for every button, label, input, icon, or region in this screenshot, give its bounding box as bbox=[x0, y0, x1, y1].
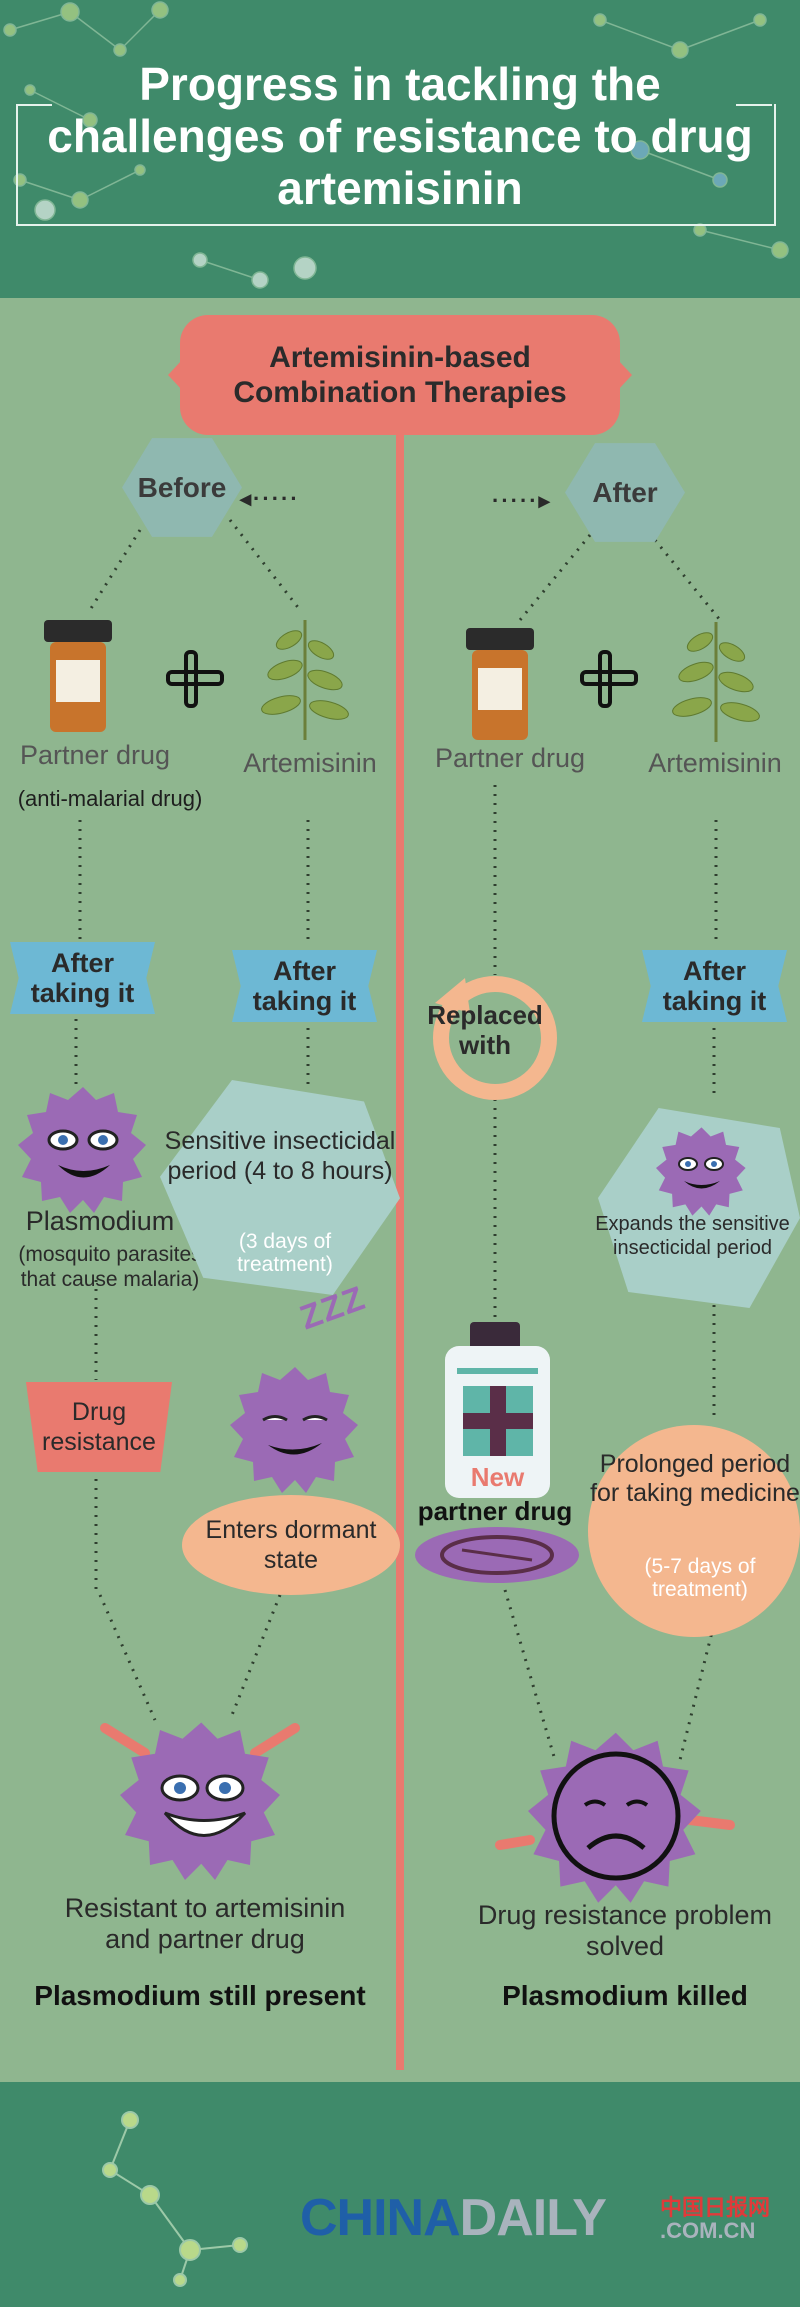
molecule-decoration-icon bbox=[3, 1, 789, 289]
header bbox=[0, 0, 800, 298]
logo-cn: 中国日报网 bbox=[660, 2195, 771, 2220]
new-label: New bbox=[470, 1462, 525, 1492]
solved-label: Drug resistance problem solved bbox=[477, 1900, 773, 1961]
dotted-arrow-icon: ◂····· bbox=[240, 486, 300, 511]
dormant-state-oval: Enters dormant state bbox=[182, 1495, 400, 1595]
after-taking-tag: After taking it bbox=[10, 942, 155, 1014]
partner-drug-label: Partner drug bbox=[19, 740, 171, 770]
artemisinin-label: Artemisinin bbox=[243, 748, 377, 778]
after-taking-tag: After taking it bbox=[232, 950, 377, 1022]
sleeping-plasmodium-icon bbox=[230, 1367, 358, 1493]
new-partner-drug-label: partner drug bbox=[417, 1496, 573, 1526]
drug-resistance-tag: Drug resistance bbox=[26, 1382, 172, 1472]
replace-cycle-icon bbox=[433, 976, 557, 1100]
partner-drug-note: (anti-malarial drug) bbox=[17, 786, 203, 811]
banner-arrow-right bbox=[618, 360, 632, 390]
plus-icon bbox=[580, 650, 638, 708]
prolonged-period-text: Prolonged period for taking medicine bbox=[590, 1450, 800, 1507]
new-bottle-cap-icon bbox=[470, 1322, 520, 1348]
expands-period-text: Expands the sensitive insecticidal perio… bbox=[595, 1213, 790, 1259]
partner-drug-bottle-icon bbox=[472, 650, 528, 740]
artemisinin-label: Artemisinin bbox=[648, 748, 782, 778]
center-divider bbox=[396, 430, 404, 2070]
crushed-plasmodium-icon bbox=[415, 1527, 579, 1583]
bottle-cap-icon bbox=[44, 620, 112, 642]
artemisinin-plant-icon bbox=[261, 620, 349, 740]
banner-arrow-left bbox=[168, 360, 182, 390]
resistant-label: Resistant to artemisinin and partner dru… bbox=[64, 1893, 346, 1954]
new-partner-drug-bottle-icon bbox=[445, 1346, 550, 1498]
after-taking-tag: After taking it bbox=[642, 950, 787, 1022]
title-frame bbox=[16, 104, 776, 226]
plasmodium-note: (mosquito parasites that cause malaria) bbox=[18, 1243, 202, 1291]
sensitive-period-note: (3 days of treatment) bbox=[237, 1230, 333, 1276]
chinadaily-logo: CHINADAILY bbox=[300, 2188, 607, 2248]
plasmodium-icon bbox=[18, 1087, 146, 1213]
prolonged-period-circle bbox=[588, 1425, 800, 1637]
partner-drug-label: Partner drug bbox=[434, 743, 586, 773]
logo-daily: DAILY bbox=[459, 2189, 607, 2247]
partner-drug-bottle-icon bbox=[50, 642, 106, 732]
prolonged-period-note: (5-7 days of treatment) bbox=[644, 1555, 756, 1601]
sad-plasmodium-icon bbox=[495, 1732, 735, 1903]
page-title: Progress in tackling the challenges of r… bbox=[47, 58, 753, 214]
dotted-arrow-icon: ·····▸ bbox=[492, 488, 552, 513]
right-result: Plasmodium killed bbox=[502, 1980, 748, 2011]
connector-lines bbox=[74, 519, 722, 1761]
frame-edge bbox=[736, 104, 772, 106]
left-result: Plasmodium still present bbox=[34, 1980, 366, 2011]
sensitive-period-text: Sensitive insecticidal period (4 to 8 ho… bbox=[164, 1127, 396, 1185]
bottle-cap-icon bbox=[466, 628, 534, 650]
molecule-decoration-icon bbox=[102, 2111, 248, 2287]
replaced-with-label: Replaced with bbox=[427, 1000, 543, 1060]
artemisinin-plant-icon bbox=[672, 622, 760, 742]
logo-dotcom: .COM.CN bbox=[660, 2218, 756, 2243]
logo-china: CHINA bbox=[300, 2189, 461, 2247]
plasmodium-label: Plasmodium bbox=[25, 1206, 175, 1236]
plasmodium-icon bbox=[656, 1127, 746, 1216]
resistant-plasmodium-icon bbox=[100, 1722, 300, 1880]
therapy-banner: Artemisinin-based Combination Therapies bbox=[180, 315, 620, 435]
plus-icon bbox=[166, 650, 224, 708]
frame-edge bbox=[16, 104, 52, 106]
